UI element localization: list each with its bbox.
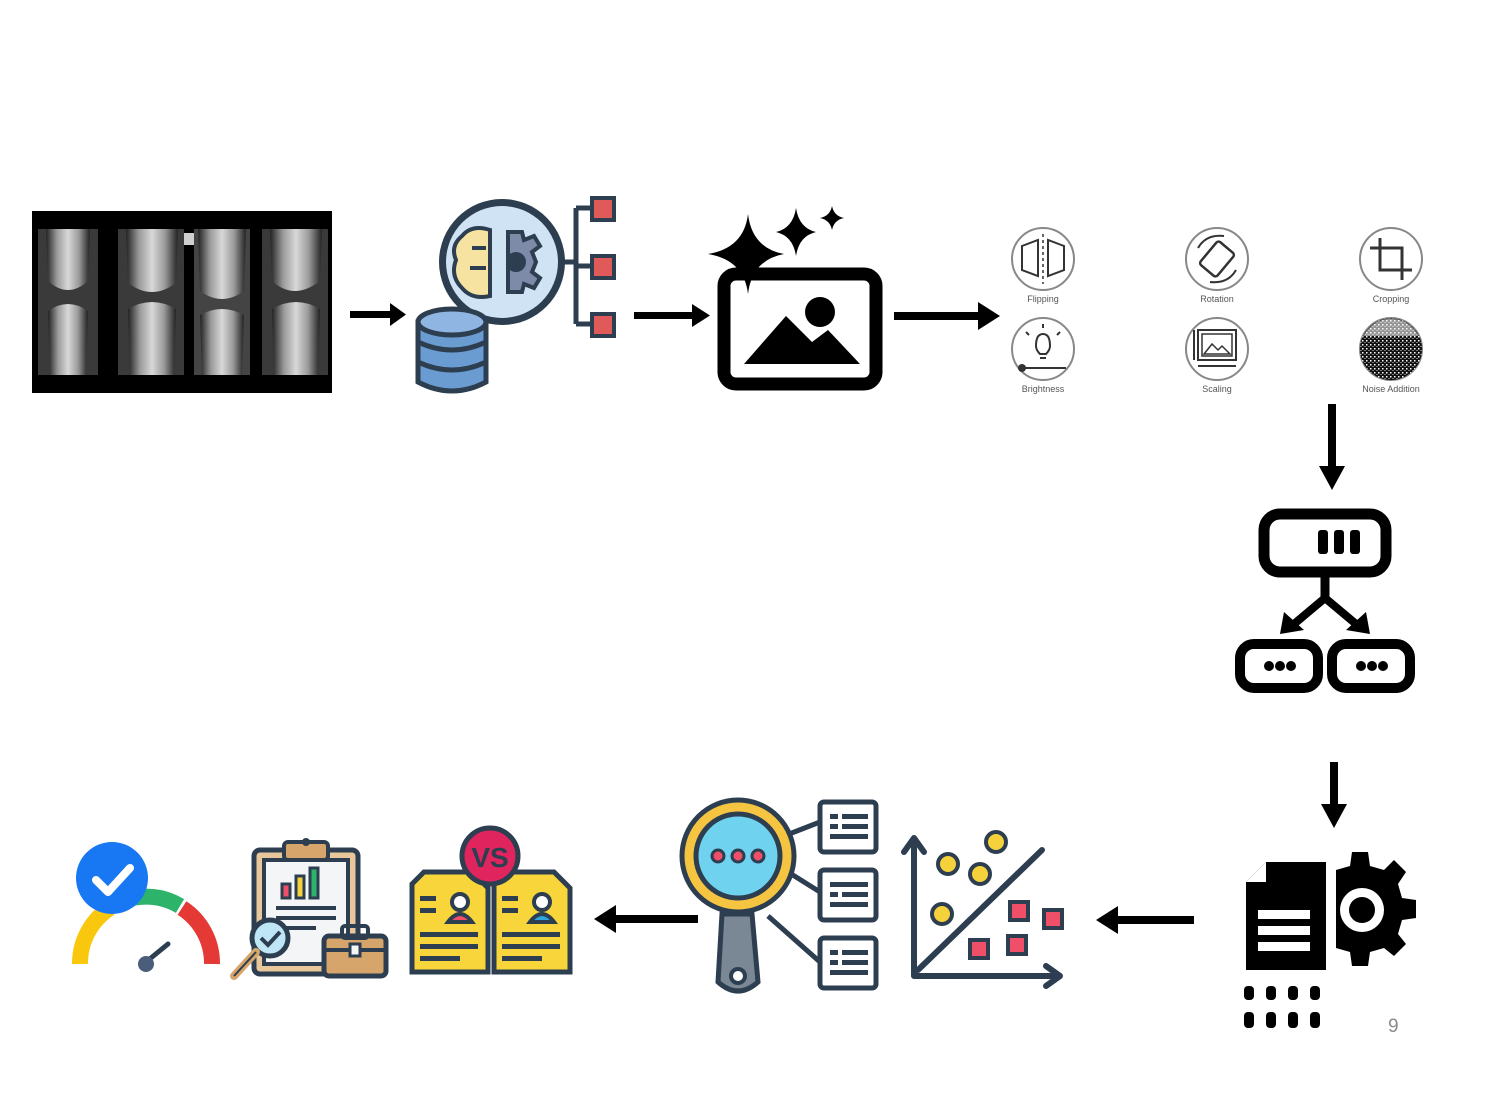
crop-icon: [1359, 227, 1423, 291]
flipping-label: Flipping: [1027, 294, 1059, 304]
flip-icon: [1011, 227, 1075, 291]
scaling-label: Scaling: [1202, 384, 1232, 394]
data-split-icon: [1234, 508, 1418, 694]
page-number: 9: [1388, 1016, 1399, 1037]
xray-knee-3: [184, 229, 250, 375]
arrow-left-2: [594, 905, 698, 933]
xray-knee-4: [262, 229, 328, 375]
performance-gauge-icon: [70, 842, 222, 974]
vs-badge-text: VS: [471, 842, 508, 873]
arrow-down-1: [1319, 404, 1345, 490]
brightness-label: Brightness: [1021, 384, 1065, 394]
data-preprocessing-icon: [412, 196, 622, 398]
augmentation-grid: Flipping Rotation Cropping Brightness Sc…: [1000, 222, 1440, 402]
cropping-label: Cropping: [1372, 294, 1410, 304]
scaling-icon: [1185, 317, 1249, 381]
analysis-magnifier-icon: [679, 796, 884, 1000]
knee-xray-image: [32, 211, 332, 393]
arrow-right-1: [350, 302, 406, 326]
noise-addition-label: Noise Addition: [1362, 384, 1420, 394]
image-enhancement-icon: [704, 204, 884, 394]
xray-knee-2: [118, 229, 184, 375]
model-comparison-icon: VS: [408, 825, 574, 978]
classification-scatter-icon: [898, 828, 1070, 998]
feature-extraction-icon: [1240, 848, 1430, 1032]
xray-knee-1: [38, 229, 98, 375]
arrow-left-1: [1096, 906, 1194, 934]
arrow-right-2: [634, 303, 710, 327]
evaluation-report-icon: [226, 836, 392, 986]
noise-icon: [1359, 317, 1423, 381]
arrow-down-2: [1321, 762, 1347, 828]
rotation-icon: [1185, 227, 1249, 291]
database-icon: [415, 306, 489, 394]
rotation-label: Rotation: [1200, 294, 1234, 304]
brightness-icon: [1011, 317, 1075, 381]
arrow-right-3: [894, 302, 1000, 330]
